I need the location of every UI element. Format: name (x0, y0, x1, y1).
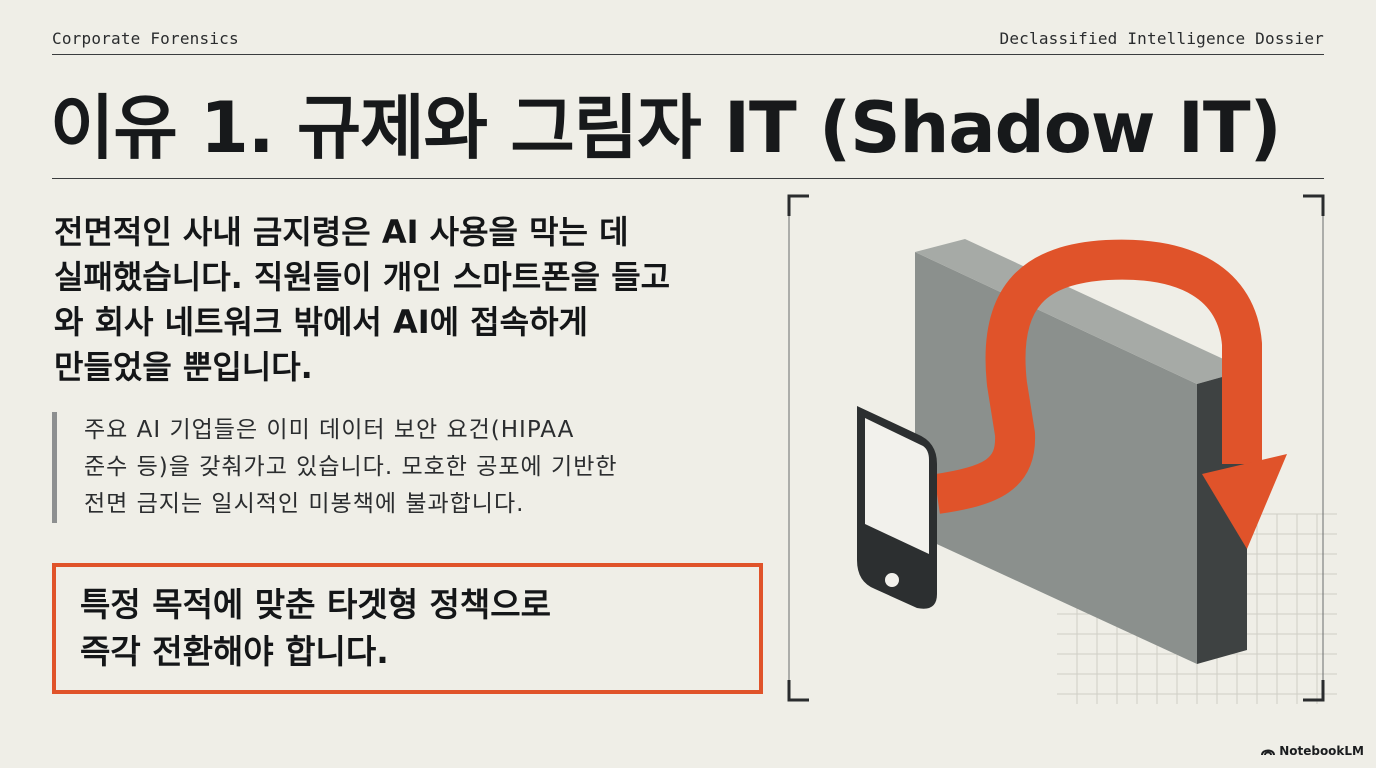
quote-line: 주요 AI 기업들은 이미 데이터 보안 요건(HIPAA (84, 417, 575, 443)
callout-line: 즉각 전환해야 합니다. (80, 632, 389, 671)
title-divider (52, 178, 1324, 179)
shadow-it-illustration (787, 194, 1337, 704)
frame-corners (787, 194, 1325, 702)
lead-line: 와 회사 네트워크 밖에서 AI에 접속하게 (54, 303, 588, 341)
frame-lines (788, 216, 1324, 680)
smartphone-icon (857, 406, 937, 609)
quote-line: 준수 등)을 갖춰가고 있습니다. 모호한 공포에 기반한 (84, 454, 618, 480)
lead-line: 만들었을 뿐입니다. (54, 348, 313, 386)
lead-line: 실패했습니다. 직원들이 개인 스마트폰을 들고 (54, 258, 671, 296)
header-left-label: Corporate Forensics (52, 29, 239, 48)
lead-paragraph: 전면적인 사내 금지령은 AI 사용을 막는 데 실패했습니다. 직원들이 개인… (54, 210, 774, 390)
brand-label: NotebookLM (1279, 744, 1364, 758)
callout-box: 특정 목적에 맞춘 타겟형 정책으로 즉각 전환해야 합니다. (52, 563, 763, 694)
notebooklm-brand: NotebookLM (1261, 744, 1364, 758)
callout-line: 특정 목적에 맞춘 타겟형 정책으로 (80, 585, 551, 624)
lead-line: 전면적인 사내 금지령은 AI 사용을 막는 데 (54, 213, 629, 251)
quote-line: 전면 금지는 일시적인 미봉책에 불과합니다. (84, 491, 525, 517)
bypass-arrow (934, 239, 1287, 549)
firewall-wall (915, 239, 1247, 664)
supporting-quote: 주요 AI 기업들은 이미 데이터 보안 요건(HIPAA 준수 등)을 갖춰가… (52, 412, 784, 523)
header-right-label: Declassified Intelligence Dossier (999, 29, 1324, 48)
page-title: 이유 1. 규제와 그림자 IT (Shadow IT) (50, 87, 1282, 169)
notebooklm-logo-icon (1261, 749, 1276, 756)
header-divider (52, 54, 1324, 55)
